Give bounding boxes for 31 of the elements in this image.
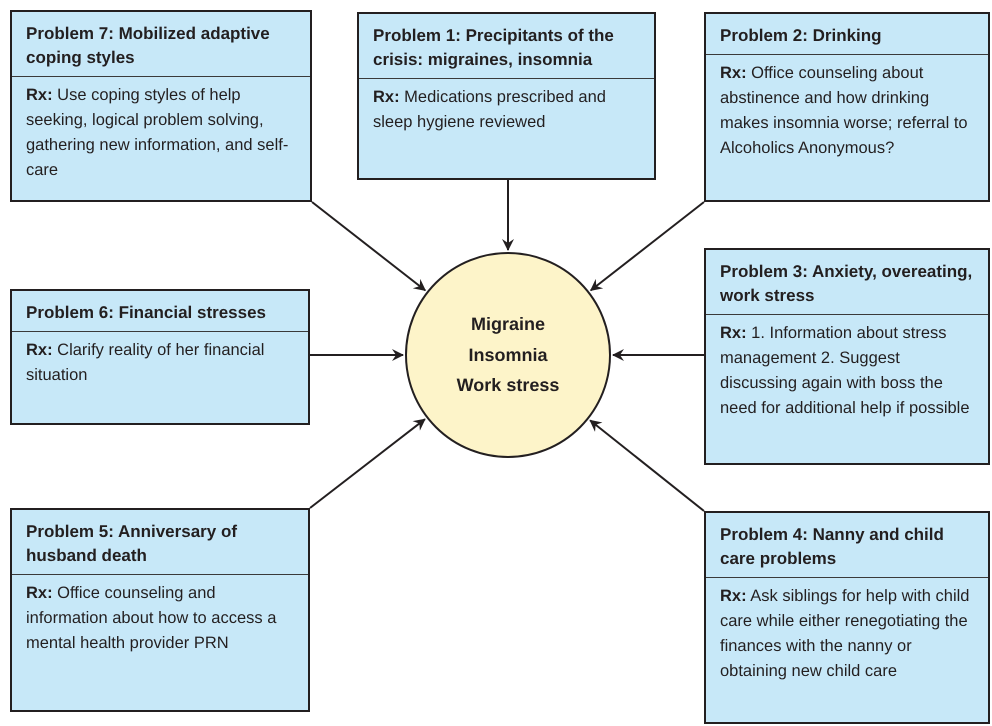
problem-box	[357, 12, 656, 180]
circle-label: Insomnia	[468, 344, 548, 366]
problem-heading: Problem 7: Mobilized adaptive coping styles	[12, 12, 310, 77]
arrow	[311, 201, 426, 292]
arrow	[502, 180, 514, 251]
treatment-text: Rx: 1. Information about stress management 2. Suggest discussing again with boss the need for additional help if possible	[719, 323, 971, 419]
treatment-text: Rx: Office counseling and information about how to access a mental health provider PRN	[25, 583, 278, 654]
arrow	[590, 201, 705, 292]
problem-heading: Problem 5: Anniversary of husband death	[12, 510, 308, 575]
arrow	[310, 349, 404, 361]
problem-box	[10, 10, 312, 202]
arrow	[309, 418, 426, 509]
treatment-text: Rx: Medications prescribed and sleep hygiene reviewed	[372, 87, 607, 133]
problem-box	[10, 508, 310, 712]
treatment-text: Rx: Office counseling about abstinence and how drinking makes insomnia worse; referral to Alcoholics Anonymous?	[719, 63, 969, 159]
problem-heading: Problem 1: Precipitants of the crisis: migraines, insomnia	[359, 14, 654, 79]
circle-label: Migraine	[470, 313, 545, 336]
arrow	[589, 420, 705, 512]
problem-box	[704, 248, 990, 465]
problem-box	[10, 289, 310, 425]
problem-box	[704, 12, 990, 202]
arrow	[612, 349, 704, 361]
treatment-text: Rx: Ask siblings for help with child care while either renegotiating the finances with the nanny or obtaining new child care	[719, 586, 970, 682]
circle-label: Work stress	[456, 374, 560, 397]
problem-box	[704, 511, 990, 724]
problem-heading: Problem 4: Nanny and child care problems	[706, 513, 988, 578]
problem-heading: Problem 6: Financial stresses	[12, 291, 308, 332]
treatment-text: Rx: Clarify reality of her financial situation	[25, 340, 266, 386]
problem-heading: Problem 3: Anxiety, overeating, work stress	[706, 250, 988, 315]
treatment-text: Rx: Use coping styles of help seeking, logical problem solving, gathering new information, and self-care	[25, 85, 290, 181]
problem-heading: Problem 2: Drinking	[706, 14, 988, 55]
